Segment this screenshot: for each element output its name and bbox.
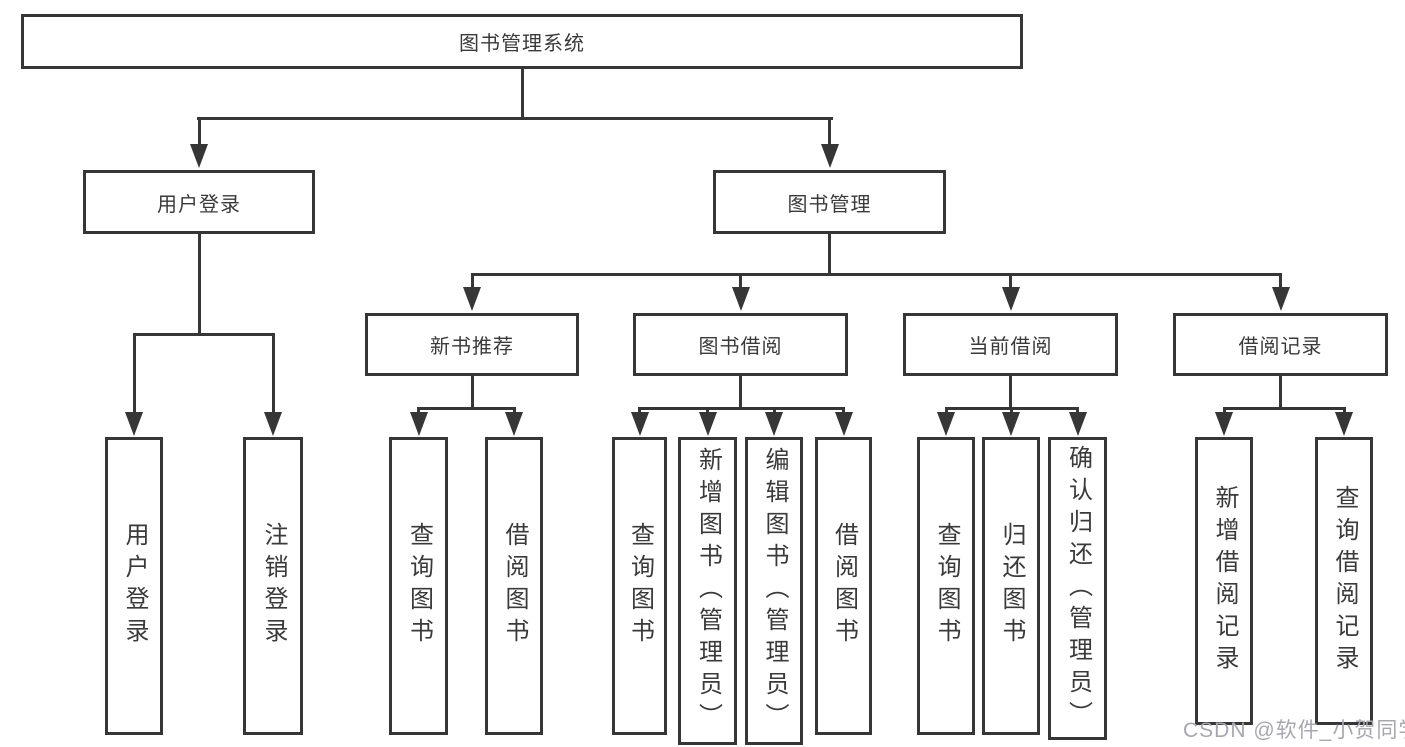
arrowhead-nbr-borrow <box>505 412 523 436</box>
leaf-bb-query-books-label: 查询图书 <box>626 522 654 650</box>
connector-br-drop-1 <box>1222 407 1226 415</box>
node-borrow-records-label: 借阅记录 <box>1238 336 1323 358</box>
leaf-logout-label: 注销登录 <box>260 522 287 650</box>
connector-cb-drop-1 <box>944 407 948 415</box>
connector-bb-drop-4 <box>842 407 845 415</box>
leaf-cb-confirm-return-admin: 确认归还（管理员） <box>1048 437 1107 740</box>
node-borrow-records: 借阅记录 <box>1173 313 1388 376</box>
connector-bm-drop-4 <box>1279 273 1282 289</box>
arrowhead-bb-edit <box>765 412 783 436</box>
leaf-cb-query-books: 查询图书 <box>917 437 975 735</box>
connector-cb-drop-2 <box>1009 407 1013 415</box>
connector-bb-drop-3 <box>772 407 776 415</box>
node-root-label: 图书管理系统 <box>459 33 585 55</box>
node-book-borrow: 图书借阅 <box>633 313 848 376</box>
leaf-logout: 注销登录 <box>243 437 303 735</box>
leaf-br-add-record: 新增借阅记录 <box>1195 437 1253 725</box>
leaf-cb-return-books: 归还图书 <box>982 437 1040 735</box>
connector-root-drop-left <box>197 117 201 146</box>
arrowhead-leaf-user-login <box>125 412 143 436</box>
leaf-br-query-record: 查询借阅记录 <box>1315 437 1373 725</box>
leaf-bb-borrow-books-label: 借阅图书 <box>830 522 858 650</box>
leaf-br-query-record-label: 查询借阅记录 <box>1331 485 1358 677</box>
arrowhead-nbr-query <box>409 412 428 436</box>
leaf-bb-add-books-admin: 新增图书（管理员） <box>678 437 737 745</box>
arrowhead-br-add <box>1215 412 1233 436</box>
arrowhead-borrow-records <box>1271 287 1290 311</box>
connector-br-bar <box>1222 407 1346 410</box>
node-book-borrow-label: 图书借阅 <box>698 336 783 358</box>
arrowhead-user-login <box>190 144 208 168</box>
arrowhead-cb-confirm <box>1068 412 1087 436</box>
leaf-nbr-borrow-books-label: 借阅图书 <box>501 522 528 650</box>
leaf-nbr-query-books: 查询图书 <box>389 437 448 735</box>
leaf-nbr-query-books-label: 查询图书 <box>405 522 433 650</box>
arrowhead-br-query <box>1335 412 1353 436</box>
leaf-nbr-borrow-books: 借阅图书 <box>485 437 543 735</box>
connector-nbr-drop-1 <box>417 407 420 415</box>
leaf-user-login-label: 用户登录 <box>121 522 148 650</box>
connector-bb-drop-1 <box>638 407 641 415</box>
connector-nbr-drop-2 <box>512 407 516 415</box>
node-root: 图书管理系统 <box>21 14 1023 69</box>
leaf-bb-borrow-books: 借阅图书 <box>815 437 872 735</box>
arrowhead-cb-return <box>1002 412 1020 436</box>
leaf-bb-edit-books-admin-label: 编辑图书（管理员） <box>761 447 788 735</box>
node-current-borrow: 当前借阅 <box>903 313 1118 376</box>
connector-book-management-stem <box>828 234 831 273</box>
arrowhead-book-management <box>820 144 839 168</box>
arrowhead-new-book-recommend <box>463 287 481 311</box>
leaf-bb-add-books-admin-label: 新增图书（管理员） <box>694 447 722 735</box>
leaf-cb-confirm-return-admin-label: 确认归还（管理员） <box>1064 444 1092 733</box>
arrowhead-bb-borrow <box>834 412 853 436</box>
leaf-bb-query-books: 查询图书 <box>612 437 667 735</box>
arrowhead-cb-query <box>937 412 955 436</box>
leaf-bb-edit-books-admin: 编辑图书（管理员） <box>745 437 803 745</box>
connector-user-login-stem <box>197 234 201 333</box>
connector-root-stem <box>520 69 524 117</box>
leaf-cb-query-books-label: 查询图书 <box>933 522 960 650</box>
connector-br-drop-2 <box>1342 407 1346 415</box>
connector-book-management-bar <box>470 273 1281 276</box>
node-new-book-recommend-label: 新书推荐 <box>430 336 514 358</box>
arrowhead-book-borrow <box>731 287 750 311</box>
node-book-management: 图书管理 <box>713 170 946 234</box>
connector-user-login-drop-2 <box>271 333 275 414</box>
connector-user-login-drop-1 <box>132 333 136 414</box>
node-user-login: 用户登录 <box>83 170 315 234</box>
arrowhead-bb-query <box>630 412 649 436</box>
connector-bb-drop-2 <box>706 407 709 415</box>
connector-bb-stem <box>739 376 742 407</box>
connector-cb-drop-3 <box>1076 407 1079 415</box>
arrowhead-bb-add <box>698 412 717 436</box>
connector-bb-bar <box>638 407 845 410</box>
connector-br-stem <box>1279 376 1282 407</box>
connector-nbr-stem <box>470 376 474 407</box>
connector-root-bar <box>196 117 833 120</box>
node-user-login-label: 用户登录 <box>157 193 241 216</box>
csdn-watermark: CSDN @软件_小贺同学 <box>1183 719 1405 742</box>
connector-user-login-bar <box>132 333 275 336</box>
connector-bm-drop-3 <box>1009 273 1012 289</box>
connector-root-drop-right <box>828 117 831 146</box>
connector-cb-stem <box>1009 376 1012 407</box>
node-new-book-recommend: 新书推荐 <box>365 313 579 376</box>
connector-bm-drop-1 <box>470 273 474 289</box>
leaf-br-add-record-label: 新增借阅记录 <box>1211 485 1238 677</box>
node-book-management-label: 图书管理 <box>787 193 872 216</box>
connector-bm-drop-2 <box>739 273 742 289</box>
leaf-user-login: 用户登录 <box>105 437 163 735</box>
arrowhead-leaf-logout <box>264 412 282 436</box>
leaf-cb-return-books-label: 归还图书 <box>998 522 1025 650</box>
arrowhead-current-borrow <box>1001 287 1020 311</box>
connector-nbr-bar <box>417 407 516 410</box>
node-current-borrow-label: 当前借阅 <box>968 336 1053 358</box>
